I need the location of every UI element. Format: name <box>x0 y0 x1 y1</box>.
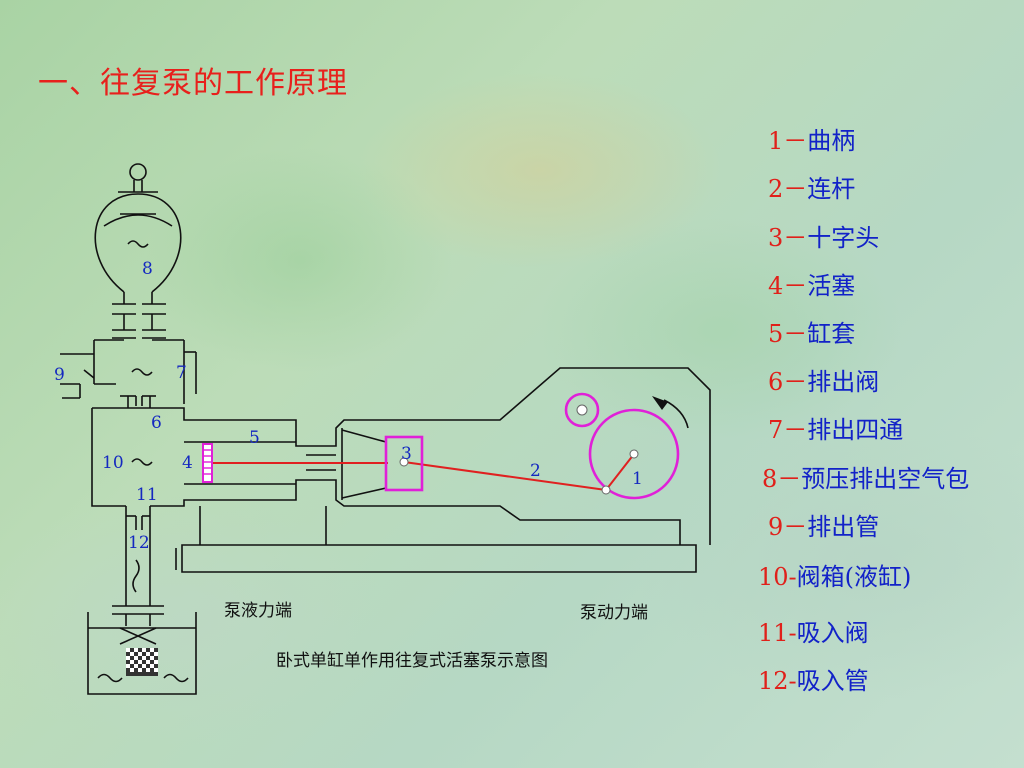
part-label-9: 9 <box>54 365 65 385</box>
suction-tank <box>87 612 197 695</box>
air-chamber-cap <box>129 163 147 181</box>
cylinder-liner <box>184 428 387 545</box>
rotation-arrow-icon <box>652 396 668 410</box>
part-label-10: 10 <box>102 453 124 473</box>
part-label-2: 2 <box>530 461 541 481</box>
suction-line <box>112 506 164 626</box>
part-label-4: 4 <box>182 453 193 473</box>
piston-rod <box>212 453 635 491</box>
part-label-5: 5 <box>249 428 260 448</box>
part-label-11: 11 <box>136 485 158 505</box>
suction-strainer <box>126 648 158 676</box>
diagram-caption: 卧式单缸单作用往复式活塞泵示意图 <box>276 650 548 671</box>
part-label-7: 7 <box>176 363 187 383</box>
part-label-8: 8 <box>142 259 153 279</box>
part-label-1: 1 <box>632 469 643 489</box>
page-title: 一、往复泵的工作原理 <box>38 66 348 101</box>
part-label-12: 12 <box>128 533 150 553</box>
power-end-label: 泵动力端 <box>580 603 648 623</box>
part-label-6: 6 <box>151 413 162 433</box>
crosshead <box>384 435 424 492</box>
fluid-end-label: 泵液力端 <box>224 601 292 621</box>
piston <box>202 443 213 483</box>
discharge-cross <box>60 339 197 404</box>
valve-box <box>91 367 711 545</box>
pump-base <box>175 544 697 573</box>
air-chamber <box>94 163 182 304</box>
discharge-stack <box>112 303 166 339</box>
crank-assembly <box>564 392 689 500</box>
part-label-3: 3 <box>401 444 412 464</box>
